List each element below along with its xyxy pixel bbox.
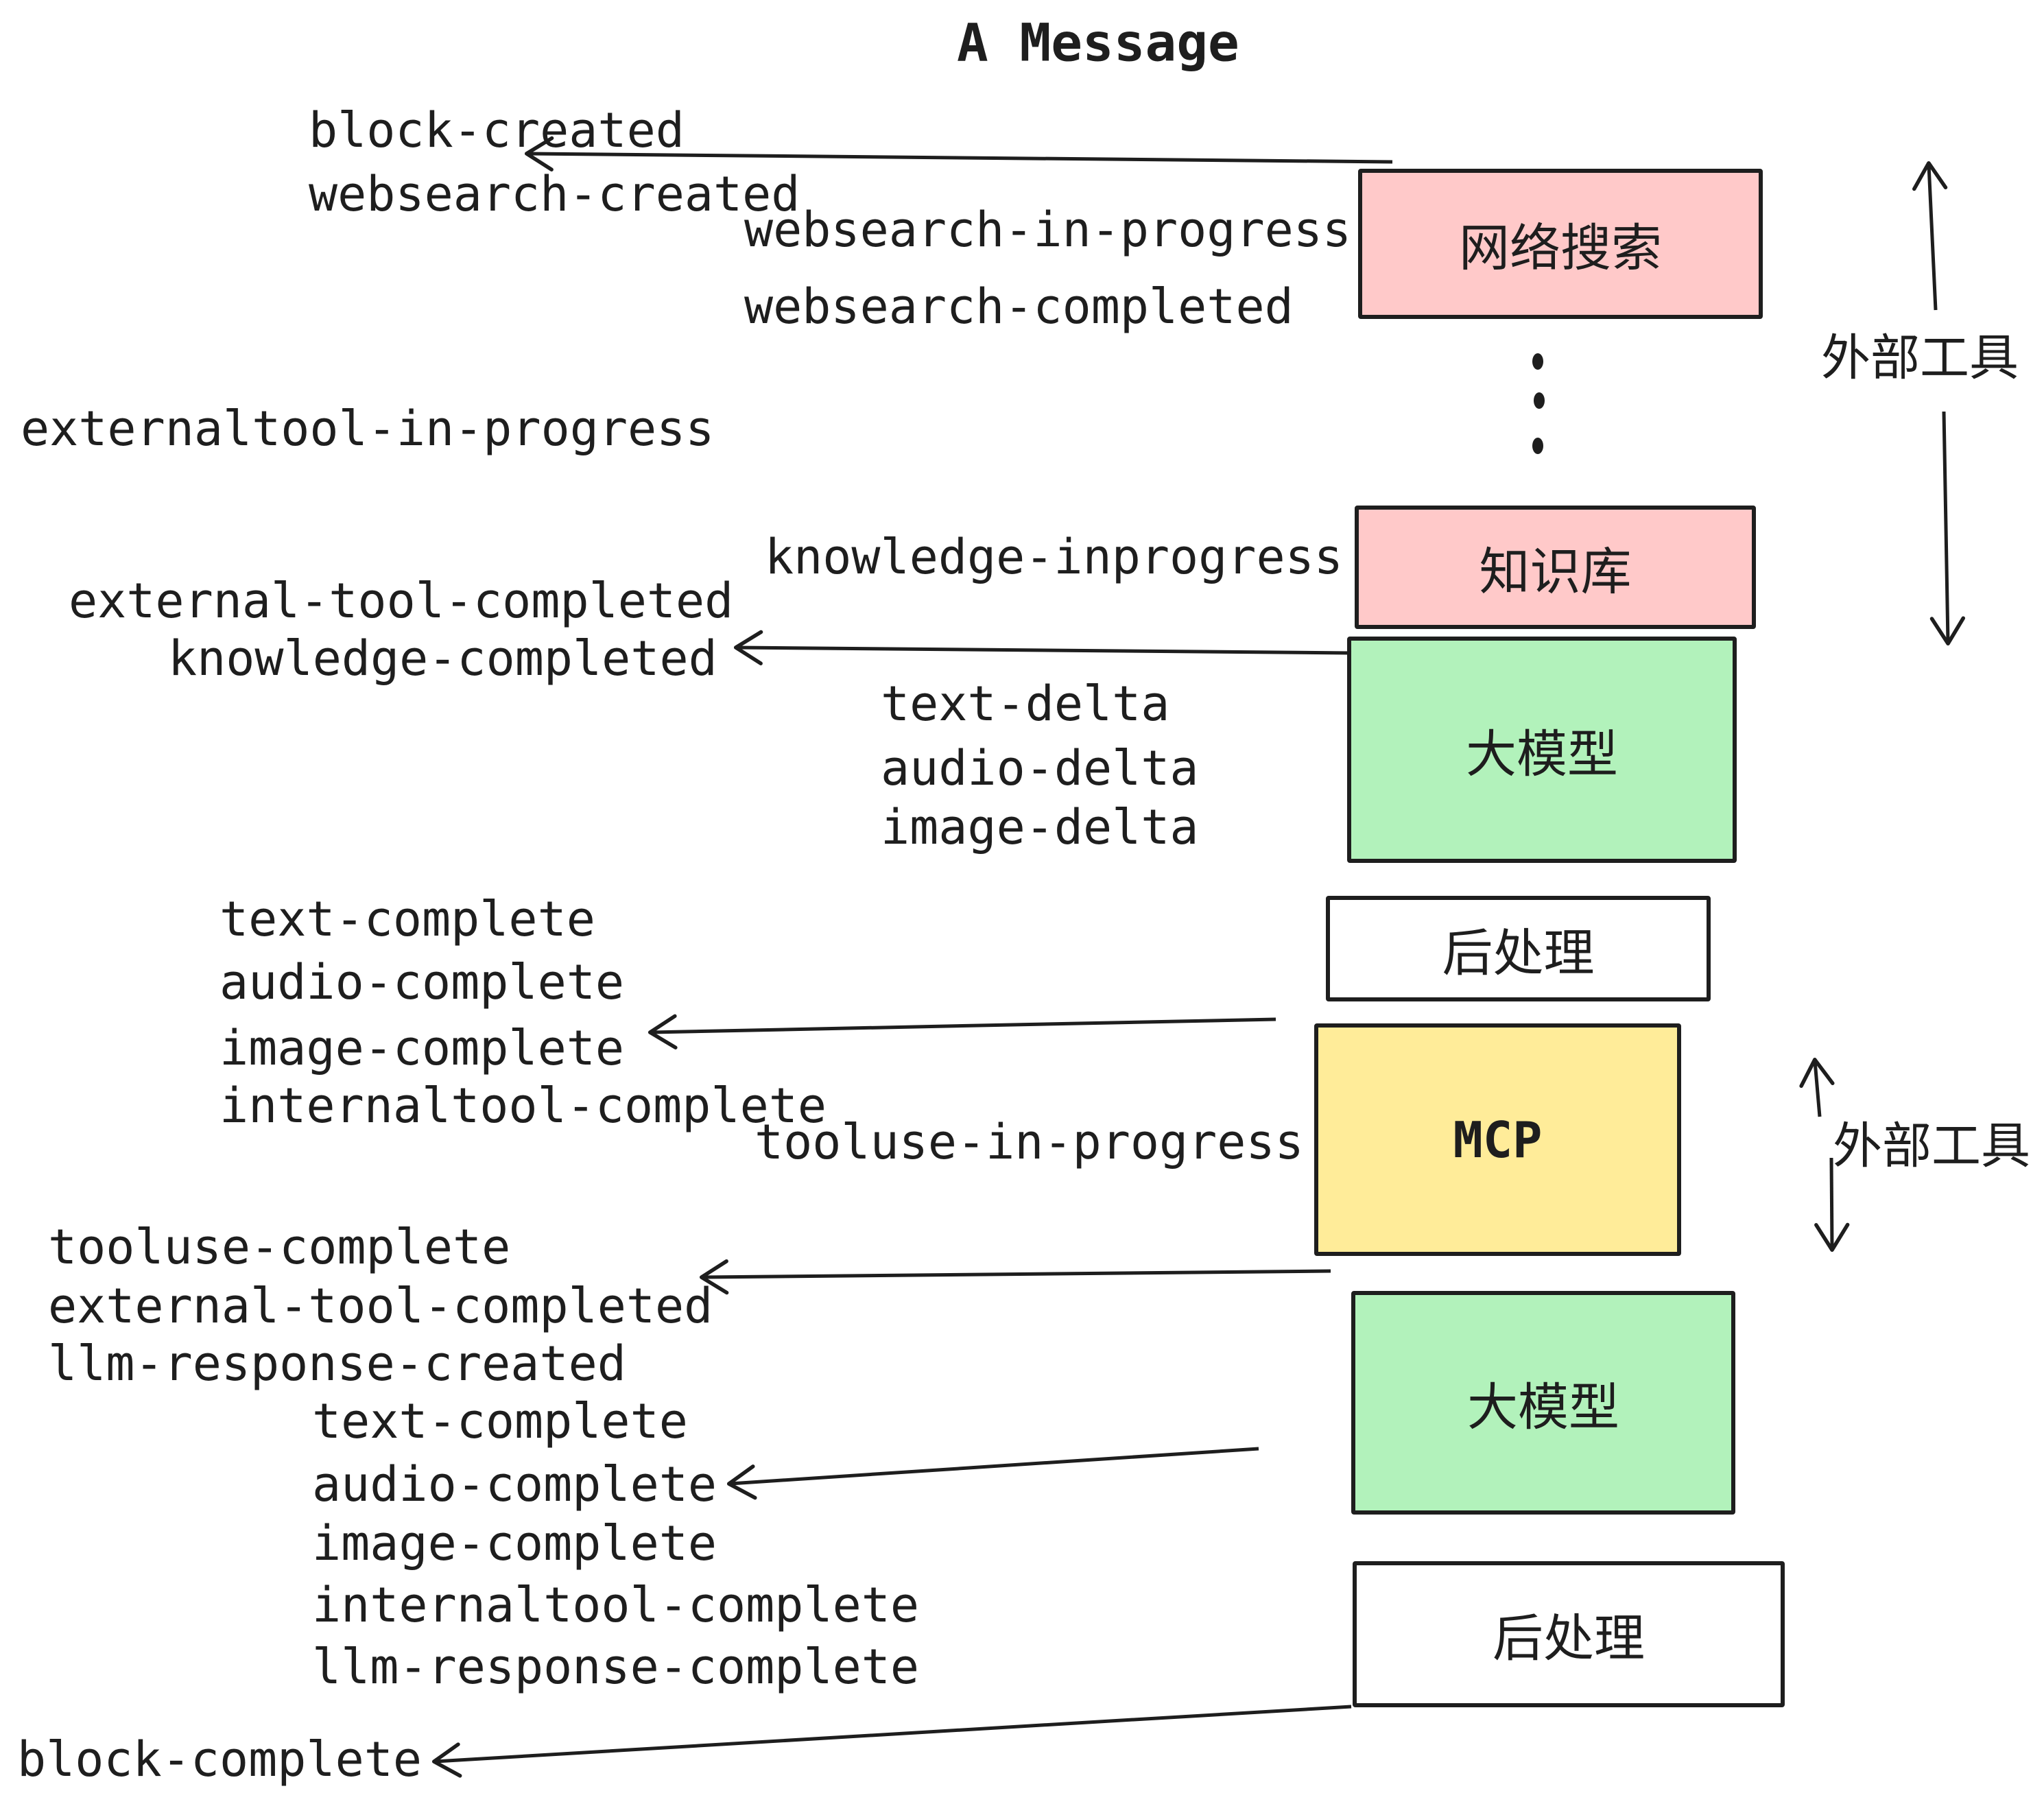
event-label-internaltool-complete-2: internaltool-complete: [312, 1577, 920, 1633]
external-tools-label-2: 外部工具: [1833, 1117, 2031, 1175]
event-label-external-tool-completed-2: external-tool-completed: [48, 1278, 713, 1334]
event-label-llm-response-complete: llm-response-complete: [312, 1639, 920, 1695]
box-mcp: MCP: [1314, 1023, 1681, 1256]
event-label-websearch-created: websearch-created: [309, 166, 800, 222]
event-label-text-delta-1: text-delta: [881, 676, 1170, 732]
box-post-processing-2-label: 后处理: [1493, 1609, 1645, 1668]
arrow-to-audio-complete: [726, 1447, 1259, 1500]
event-label-tooluse-complete: tooluse-complete: [48, 1219, 511, 1275]
arrow-to-tooluse-complete: [699, 1259, 1331, 1295]
box-web-search: 网络搜索: [1358, 169, 1763, 319]
ellipsis-dots: [1532, 353, 1545, 454]
box-post-processing-2: 后处理: [1353, 1561, 1785, 1707]
event-label-websearch-in-progress: websearch-in-progress: [744, 202, 1352, 258]
event-label-image-complete-1: image-complete: [219, 1020, 625, 1076]
box-llm-1: 大模型: [1347, 637, 1737, 863]
external-tools-up-arrow-2: [1799, 1057, 1835, 1117]
arrow-to-image-complete: [647, 1014, 1276, 1049]
external-tools-down-arrow-2: [1814, 1157, 1850, 1253]
arrow-to-block-complete: [431, 1705, 1352, 1778]
event-label-externaltool-in-progress: externaltool-in-progress: [21, 401, 715, 457]
event-label-audio-complete-2: audio-complete: [312, 1456, 717, 1512]
event-label-image-delta-1: image-delta: [881, 799, 1199, 855]
event-label-knowledge-inprogress: knowledge-inprogress: [765, 529, 1343, 585]
box-knowledge-base: 知识库: [1355, 506, 1756, 629]
event-label-websearch-completed: websearch-completed: [744, 278, 1294, 335]
event-label-internaltool-complete-1: internaltool-complete: [219, 1078, 827, 1134]
external-tools-down-arrow-1: [1929, 411, 1966, 646]
event-label-llm-response-created: llm-response-created: [48, 1336, 626, 1392]
external-tools-label-1: 外部工具: [1821, 329, 2019, 387]
event-label-text-complete-1: text-complete: [219, 891, 595, 947]
external-tools-up-arrow-1: [1912, 161, 1948, 311]
box-knowledge-base-label: 知识库: [1479, 542, 1632, 602]
event-label-block-complete: block-complete: [17, 1731, 423, 1788]
box-llm-1-label: 大模型: [1466, 724, 1618, 784]
box-web-search-label: 网络搜索: [1459, 219, 1662, 278]
event-label-external-tool-completed-1: external-tool-completed: [69, 573, 734, 629]
box-mcp-label: MCP: [1453, 1111, 1543, 1169]
box-post-processing-1-label: 后处理: [1442, 923, 1595, 983]
event-label-knowledge-completed: knowledge-completed: [168, 630, 717, 687]
event-label-audio-delta-1: audio-delta: [881, 740, 1199, 796]
diagram-title: A Message: [957, 12, 1239, 73]
box-llm-2-label: 大模型: [1467, 1377, 1619, 1437]
arrow-to-knowledge-completed: [733, 630, 1352, 665]
event-label-audio-complete-1: audio-complete: [219, 954, 625, 1010]
event-label-text-complete-2: text-complete: [312, 1393, 688, 1449]
event-label-block-created: block-created: [309, 102, 685, 158]
box-llm-2: 大模型: [1351, 1291, 1735, 1515]
event-label-image-complete-2: image-complete: [312, 1515, 717, 1571]
event-label-tooluse-in-progress: tooluse-in-progress: [754, 1114, 1304, 1170]
box-post-processing-1: 后处理: [1326, 896, 1711, 1001]
